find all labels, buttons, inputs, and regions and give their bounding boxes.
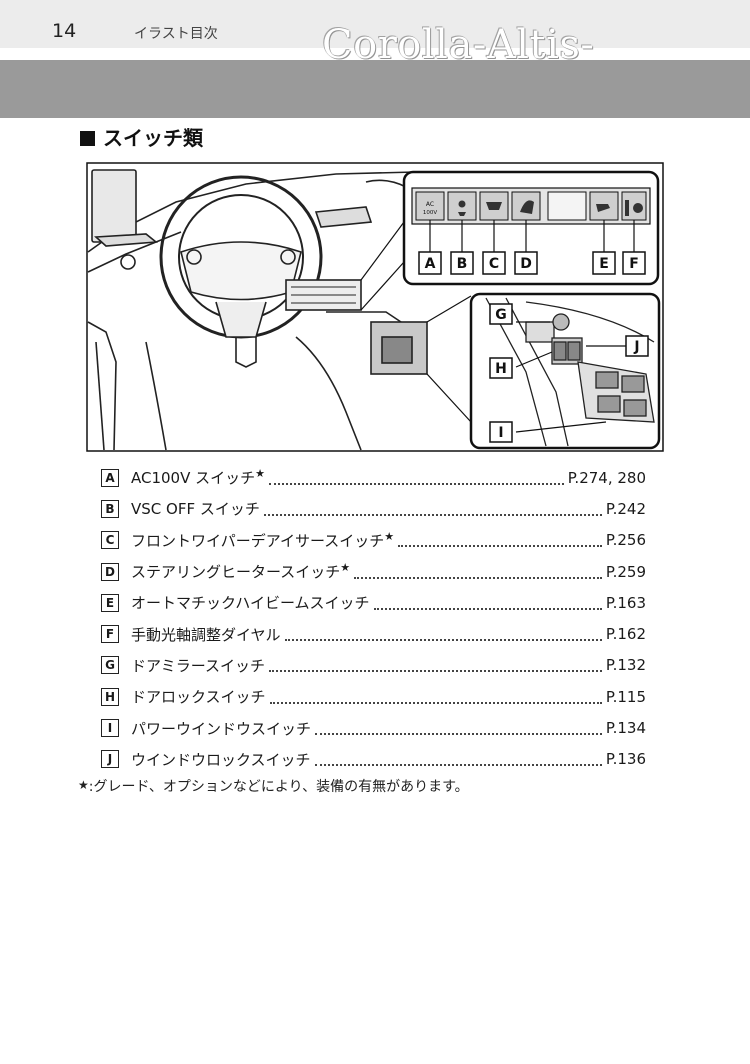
dot-leader	[269, 701, 602, 704]
list-item: E オートマチックハイビームスイッチ P.163	[101, 587, 646, 618]
star-icon: ★	[255, 467, 266, 481]
item-label: パワーウインドウスイッチ	[131, 719, 312, 738]
item-letter-badge: A	[101, 468, 119, 487]
item-letter-badge: F	[101, 625, 119, 644]
item-label: AC100V スイッチ★	[131, 467, 266, 488]
star-icon: ★	[384, 529, 395, 543]
callout-e: E	[599, 256, 609, 272]
item-page-ref: P.162	[605, 625, 646, 644]
star-icon: ★	[340, 561, 351, 575]
item-letter-badge: B	[101, 499, 119, 518]
list-item: D ステアリングヒータースイッチ★ P.259	[101, 556, 646, 587]
dot-leader	[284, 639, 602, 642]
item-letter-badge: I	[101, 719, 119, 738]
item-letter-badge: D	[101, 562, 119, 581]
callout-d: D	[520, 256, 532, 272]
callout-f: F	[629, 256, 639, 272]
item-page-ref: P.256	[605, 531, 646, 550]
item-page-ref: P.136	[605, 750, 646, 769]
dot-leader	[263, 513, 602, 516]
switch-list: A AC100V スイッチ★ P.274, 280 B VSC OFF スイッチ…	[101, 462, 646, 775]
list-item: G ドアミラースイッチ P.132	[101, 650, 646, 681]
item-letter-badge: G	[101, 656, 119, 675]
item-label: ドアミラースイッチ	[131, 656, 265, 675]
svg-text:100V: 100V	[423, 210, 437, 216]
dot-leader	[354, 576, 602, 579]
item-label: ウインドウロックスイッチ	[131, 750, 311, 769]
dashboard-lineart	[87, 169, 428, 451]
item-letter-badge: E	[101, 593, 119, 612]
item-letter-badge: J	[101, 750, 119, 769]
item-label: VSC OFF スイッチ	[131, 500, 260, 519]
list-item: J ウインドウロックスイッチ P.136	[101, 744, 646, 775]
dot-leader	[398, 545, 602, 548]
callout-c: C	[489, 256, 499, 272]
item-label: ドアロックスイッチ	[131, 688, 266, 707]
svg-text:AC: AC	[426, 201, 434, 208]
dot-leader	[268, 670, 602, 673]
item-page-ref: P.163	[605, 593, 646, 612]
dot-leader	[269, 482, 564, 485]
page-title: スイッチ類	[80, 122, 203, 151]
list-item: F 手動光軸調整ダイヤル P.162	[101, 618, 646, 649]
list-item: B VSC OFF スイッチ P.242	[101, 493, 646, 524]
item-page-ref: P.132	[605, 656, 646, 675]
switch-icons	[458, 200, 643, 216]
item-label: オートマチックハイビームスイッチ	[131, 594, 370, 613]
title-band	[0, 60, 750, 118]
item-page-ref: P.115	[605, 687, 646, 706]
callout-i: I	[498, 425, 503, 441]
list-item: A AC100V スイッチ★ P.274, 280	[101, 462, 646, 493]
dot-leader	[373, 607, 602, 610]
header-band	[0, 0, 750, 48]
page-title-text: スイッチ類	[103, 126, 203, 150]
footnote: ★:グレード、オプションなどにより、装備の有無があります。	[78, 776, 469, 796]
dot-leader	[314, 764, 602, 767]
callout-g: G	[495, 307, 507, 323]
item-page-ref: P.242	[605, 499, 646, 518]
item-label: 手動光軸調整ダイヤル	[131, 625, 281, 644]
item-page-ref: P.134	[605, 719, 646, 738]
callout-a: A	[425, 256, 436, 272]
dot-leader	[315, 733, 602, 736]
list-item: I パワーウインドウスイッチ P.134	[101, 712, 646, 743]
footnote-text: :グレード、オプションなどにより、装備の有無があります。	[88, 779, 469, 795]
item-label: ステアリングヒータースイッチ★	[131, 561, 351, 582]
callout-j: J	[633, 339, 639, 355]
star-icon: ★	[78, 778, 89, 792]
item-page-ref: P.274, 280	[567, 468, 646, 487]
item-label: フロントワイパーデアイサースイッチ★	[131, 529, 395, 550]
list-item: C フロントワイパーデアイサースイッチ★ P.256	[101, 525, 646, 556]
callout-h: H	[495, 361, 507, 377]
item-letter-badge: H	[101, 687, 119, 706]
page-number: 14	[52, 20, 77, 42]
list-item: H ドアロックスイッチ P.115	[101, 681, 646, 712]
item-letter-badge: C	[101, 531, 119, 550]
section-name: イラスト目次	[134, 26, 218, 42]
switch-illustration: AC 100V A B C D E F	[86, 162, 664, 452]
square-bullet-icon	[80, 131, 95, 146]
item-page-ref: P.259	[605, 562, 646, 581]
callout-b: B	[457, 256, 468, 272]
